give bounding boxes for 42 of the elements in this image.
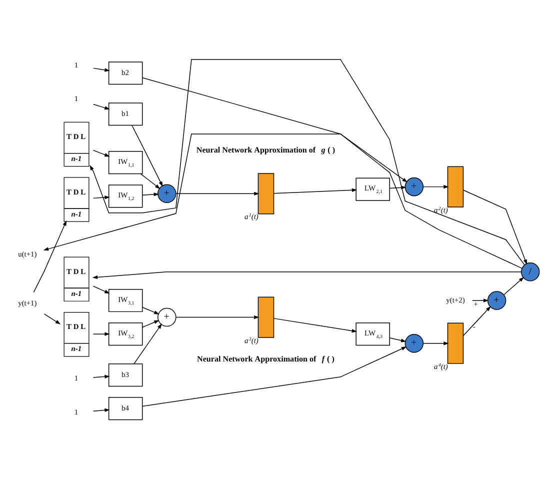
arrow [43,133,522,268]
arrow [142,306,160,314]
node-box [447,322,464,364]
arrow [142,346,407,406]
arrow [462,306,491,336]
node-circle: / [520,262,540,281]
arrow [389,336,406,342]
arrow [504,276,524,295]
arrow [176,191,260,195]
arrow [92,195,110,199]
arrow [472,298,489,302]
arrow [134,323,162,364]
arrow [274,188,358,194]
arrow [92,332,110,336]
arrow [33,220,67,292]
arrow [274,318,358,332]
arrow [142,320,160,328]
arrow [142,76,408,182]
arrow [463,189,527,264]
arrow [92,285,110,294]
arrow [140,172,160,188]
arrow [92,271,522,279]
arrow [92,103,110,110]
arrow [92,374,110,378]
arrow [422,341,449,345]
node-box [447,166,464,207]
node-circle: + [404,176,424,196]
arrow [92,149,110,156]
arrow [92,408,110,412]
arrow [44,313,61,324]
node-box [258,296,274,338]
arrow [142,192,160,196]
arrow [176,314,260,319]
arrow [90,58,525,265]
node-circle: + [158,307,176,326]
arrow [422,184,449,188]
arrow [92,67,110,72]
node-circle: + [158,184,176,203]
arrow [132,124,163,186]
node-box [258,172,274,214]
node-circle: + [487,290,506,310]
node-circle: + [404,334,424,352]
